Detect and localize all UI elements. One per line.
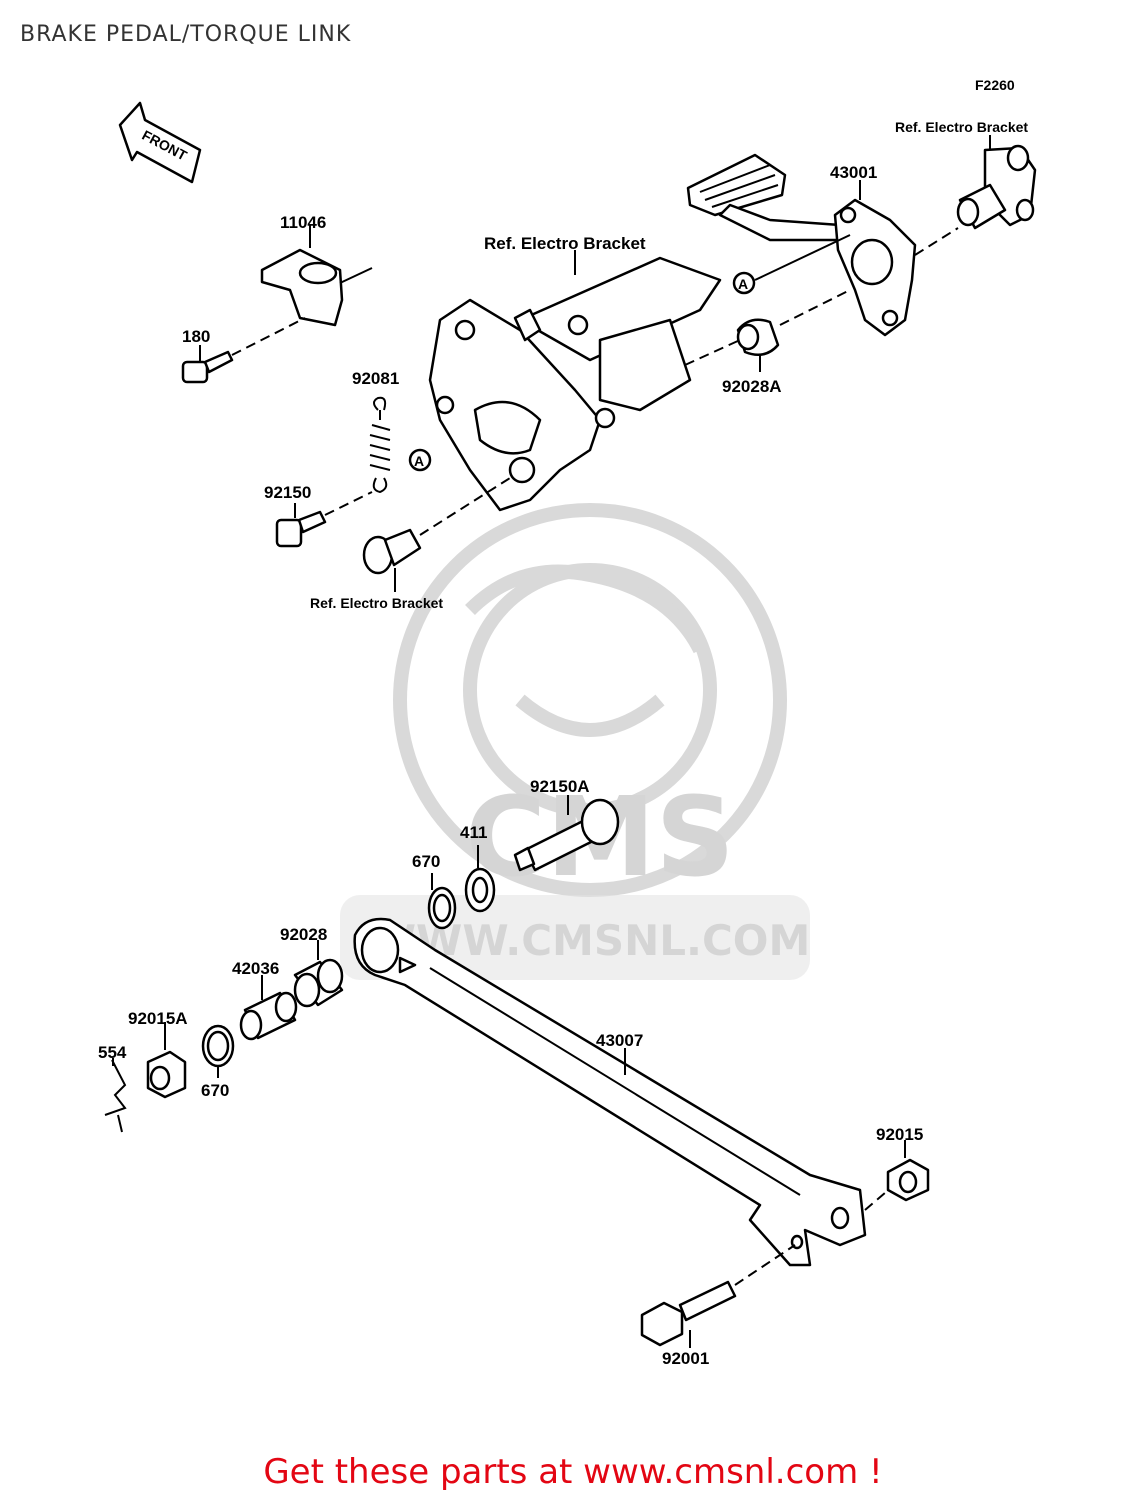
collar-42036 <box>239 975 298 1041</box>
figure-code: F2260 <box>975 77 1015 93</box>
bolt-92150A <box>513 795 620 872</box>
footer-cta[interactable]: Get these parts at www.cmsnl.com ! <box>263 1452 883 1492</box>
part-label-92150A: 92150A <box>530 777 590 796</box>
part-label-42036: 42036 <box>232 959 279 978</box>
ref-electro-bracket-bottom: Ref. Electro Bracket <box>310 595 443 611</box>
bolt-180 <box>181 317 306 384</box>
cotter-pin-554 <box>104 1058 127 1133</box>
circlip-670-top <box>427 873 457 930</box>
part-label-92001: 92001 <box>662 1349 709 1368</box>
brake-pedal-43001 <box>686 153 917 337</box>
bush-92028 <box>293 940 344 1008</box>
nut-92015 <box>864 1140 930 1211</box>
bush-92028A <box>684 289 851 372</box>
part-label-92015: 92015 <box>876 1125 923 1144</box>
reference-mark-a-left: A <box>414 453 424 469</box>
part-label-554: 554 <box>98 1043 127 1062</box>
part-label-43001: 43001 <box>830 163 877 182</box>
bolt-92150 <box>275 491 373 548</box>
part-label-92028A: 92028A <box>722 377 782 396</box>
pivot-shaft <box>914 135 1037 256</box>
part-label-11046: 11046 <box>280 213 326 232</box>
part-label-411: 411 <box>460 823 487 842</box>
part-label-92081: 92081 <box>352 369 399 388</box>
ref-electro-bracket-right: Ref. Electro Bracket <box>895 119 1028 135</box>
washer-411 <box>464 845 496 913</box>
part-label-92150: 92150 <box>264 483 311 502</box>
pivot-bolt <box>362 477 511 592</box>
cmsnl-watermark: CMS WWW.CMSNL.COM <box>340 503 810 980</box>
part-label-180: 180 <box>182 327 210 346</box>
circlip-670-bottom <box>201 1024 235 1078</box>
bolt-92001 <box>640 1244 796 1348</box>
page-title: BRAKE PEDAL/TORQUE LINK <box>20 22 352 47</box>
ref-electro-bracket-top: Ref. Electro Bracket <box>484 234 646 253</box>
nut-92015A <box>146 1022 187 1099</box>
electro-bracket-plate <box>428 250 722 512</box>
part-label-43007: 43007 <box>596 1031 643 1050</box>
part-label-92015A: 92015A <box>128 1009 188 1028</box>
part-label-92028: 92028 <box>280 925 327 944</box>
reference-mark-a-right: A <box>738 276 748 292</box>
spring-92081 <box>369 396 391 494</box>
part-label-670-bottom: 670 <box>201 1081 229 1100</box>
front-arrow-icon: FRONT <box>118 101 202 184</box>
torque-link-43007 <box>353 917 867 1267</box>
part-label-670-top: 670 <box>412 852 440 871</box>
clamp-11046 <box>260 225 373 327</box>
